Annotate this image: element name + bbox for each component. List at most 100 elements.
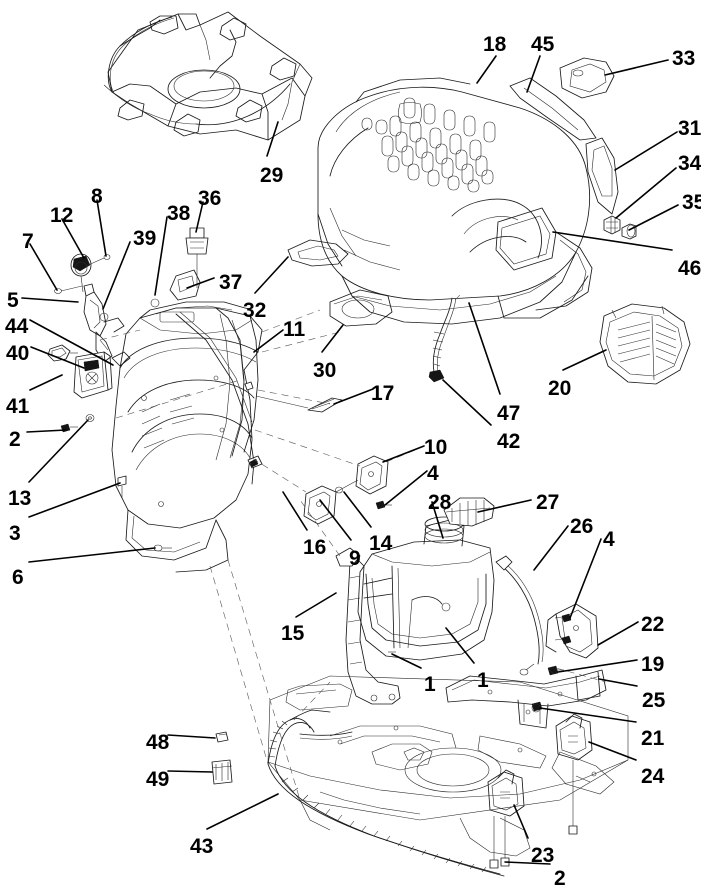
leader-line-14 bbox=[343, 491, 372, 528]
part-pivot-bracket-16 bbox=[303, 479, 359, 525]
callout-number-c39[interactable]: 39 bbox=[133, 227, 157, 250]
part-front-grille bbox=[599, 303, 691, 385]
part-engine-shroud bbox=[103, 11, 313, 141]
leader-line-17 bbox=[333, 388, 374, 405]
callout-number-c9[interactable]: 9 bbox=[349, 547, 361, 570]
callout-number-c29[interactable]: 29 bbox=[260, 164, 284, 187]
callout-number-c5[interactable]: 5 bbox=[7, 289, 19, 312]
part-hex-bolt-4b bbox=[554, 613, 572, 645]
leader-line-47 bbox=[468, 302, 501, 395]
callout-number-c14[interactable]: 14 bbox=[369, 532, 393, 555]
callout-number-c48[interactable]: 48 bbox=[146, 731, 170, 754]
leader-line-24 bbox=[588, 741, 637, 761]
callout-number-c37[interactable]: 37 bbox=[219, 271, 243, 294]
leader-line-1 bbox=[391, 653, 422, 669]
callout-number-c36[interactable]: 36 bbox=[198, 187, 222, 210]
leader-line-33 bbox=[604, 59, 669, 76]
leader-line-39 bbox=[102, 241, 131, 310]
callout-number-c33[interactable]: 33 bbox=[672, 47, 696, 70]
part-throttle-cable-screw bbox=[85, 254, 111, 267]
callout-number-c17[interactable]: 17 bbox=[371, 382, 395, 405]
callout-number-c31[interactable]: 31 bbox=[678, 117, 701, 140]
callout-number-c45[interactable]: 45 bbox=[531, 33, 555, 56]
callout-number-c6[interactable]: 6 bbox=[12, 566, 24, 589]
callout-number-c21[interactable]: 21 bbox=[641, 727, 665, 750]
leader-line-1 bbox=[445, 627, 475, 664]
callout-number-c10[interactable]: 10 bbox=[424, 436, 448, 459]
leader-line-3 bbox=[28, 482, 121, 518]
callout-number-c13[interactable]: 13 bbox=[8, 487, 32, 510]
leader-line-9 bbox=[319, 499, 352, 541]
part-wire-clip-small-48 bbox=[215, 731, 229, 743]
part-carriage-bolt-6 bbox=[153, 544, 172, 552]
leader-line-26 bbox=[533, 525, 569, 571]
part-cable-clip bbox=[54, 285, 83, 294]
leader-line-7 bbox=[29, 243, 58, 291]
callout-number-c12[interactable]: 12 bbox=[50, 204, 74, 227]
part-frame-crossmember-25 bbox=[445, 669, 607, 729]
part-fender-bracket-10 bbox=[355, 455, 389, 495]
callout-number-c49[interactable]: 49 bbox=[146, 768, 170, 791]
part-filler-cap bbox=[443, 497, 495, 527]
callout-number-c16[interactable]: 16 bbox=[303, 536, 327, 559]
callout-number-c46[interactable]: 46 bbox=[678, 257, 701, 280]
callout-number-c24[interactable]: 24 bbox=[641, 765, 665, 788]
part-chassis-deck bbox=[267, 675, 629, 857]
callout-number-c8[interactable]: 8 bbox=[91, 185, 103, 208]
part-fuse-cover bbox=[47, 344, 78, 362]
callout-number-c1a[interactable]: 1 bbox=[424, 673, 436, 696]
part-washer-13 bbox=[85, 414, 95, 422]
part-control-lever bbox=[83, 283, 125, 363]
callout-number-c11[interactable]: 11 bbox=[283, 318, 306, 341]
leader-line-12 bbox=[61, 218, 85, 259]
callout-number-c27[interactable]: 27 bbox=[536, 491, 560, 514]
callout-number-c35[interactable]: 35 bbox=[682, 191, 701, 214]
callout-number-c4b[interactable]: 4 bbox=[603, 528, 615, 551]
part-fuel-line bbox=[428, 297, 457, 383]
leader-line-40 bbox=[30, 346, 85, 369]
callout-number-c18[interactable]: 18 bbox=[483, 33, 507, 56]
construction-lines bbox=[99, 291, 607, 801]
leader-line-46 bbox=[552, 231, 673, 251]
callout-number-c19[interactable]: 19 bbox=[641, 653, 665, 676]
leader-line-32 bbox=[254, 256, 289, 294]
leader-line-22 bbox=[597, 621, 639, 646]
callout-number-c15[interactable]: 15 bbox=[281, 622, 305, 645]
callout-number-c25[interactable]: 25 bbox=[642, 689, 666, 712]
callout-number-c30[interactable]: 30 bbox=[313, 359, 337, 382]
callout-number-c4a[interactable]: 4 bbox=[427, 462, 439, 485]
callout-number-c2a[interactable]: 2 bbox=[9, 428, 21, 451]
leader-line-28 bbox=[431, 501, 444, 539]
leader-lines bbox=[21, 55, 679, 865]
callout-number-c44[interactable]: 44 bbox=[5, 315, 29, 338]
leader-line-45 bbox=[526, 55, 541, 93]
leader-line-29 bbox=[266, 121, 279, 157]
callout-number-c22[interactable]: 22 bbox=[641, 613, 665, 636]
callout-number-c34[interactable]: 34 bbox=[678, 152, 701, 175]
callout-number-c43[interactable]: 43 bbox=[190, 835, 214, 858]
callout-number-c20[interactable]: 20 bbox=[548, 377, 572, 400]
callout-number-c47[interactable]: 47 bbox=[497, 402, 521, 425]
part-wire-harness-bracket-44 bbox=[111, 351, 131, 367]
callout-number-c3[interactable]: 3 bbox=[9, 522, 21, 545]
callout-number-c32[interactable]: 32 bbox=[243, 299, 267, 322]
part-fender-trim-insert bbox=[329, 289, 393, 327]
part-fuel-tank bbox=[357, 516, 495, 661]
callout-number-c26[interactable]: 26 bbox=[570, 515, 594, 538]
callout-number-c42[interactable]: 42 bbox=[497, 430, 521, 453]
callout-number-c7[interactable]: 7 bbox=[22, 230, 34, 253]
callout-number-c41[interactable]: 41 bbox=[6, 395, 30, 418]
callout-number-c28[interactable]: 28 bbox=[428, 491, 452, 514]
part-flange-nut-21 bbox=[531, 701, 543, 713]
part-support-bracket-22 bbox=[545, 603, 599, 659]
callout-number-c23[interactable]: 23 bbox=[531, 844, 555, 867]
leader-line-2 bbox=[504, 861, 551, 865]
callout-number-c38[interactable]: 38 bbox=[167, 202, 191, 225]
leader-line-18 bbox=[476, 55, 497, 84]
callout-number-c40[interactable]: 40 bbox=[6, 342, 30, 365]
leader-line-19 bbox=[557, 659, 638, 673]
leader-line-36 bbox=[195, 201, 204, 233]
callout-number-c2b[interactable]: 2 bbox=[554, 867, 566, 887]
leader-line-49 bbox=[167, 770, 213, 773]
callout-number-c1b[interactable]: 1 bbox=[477, 669, 489, 692]
